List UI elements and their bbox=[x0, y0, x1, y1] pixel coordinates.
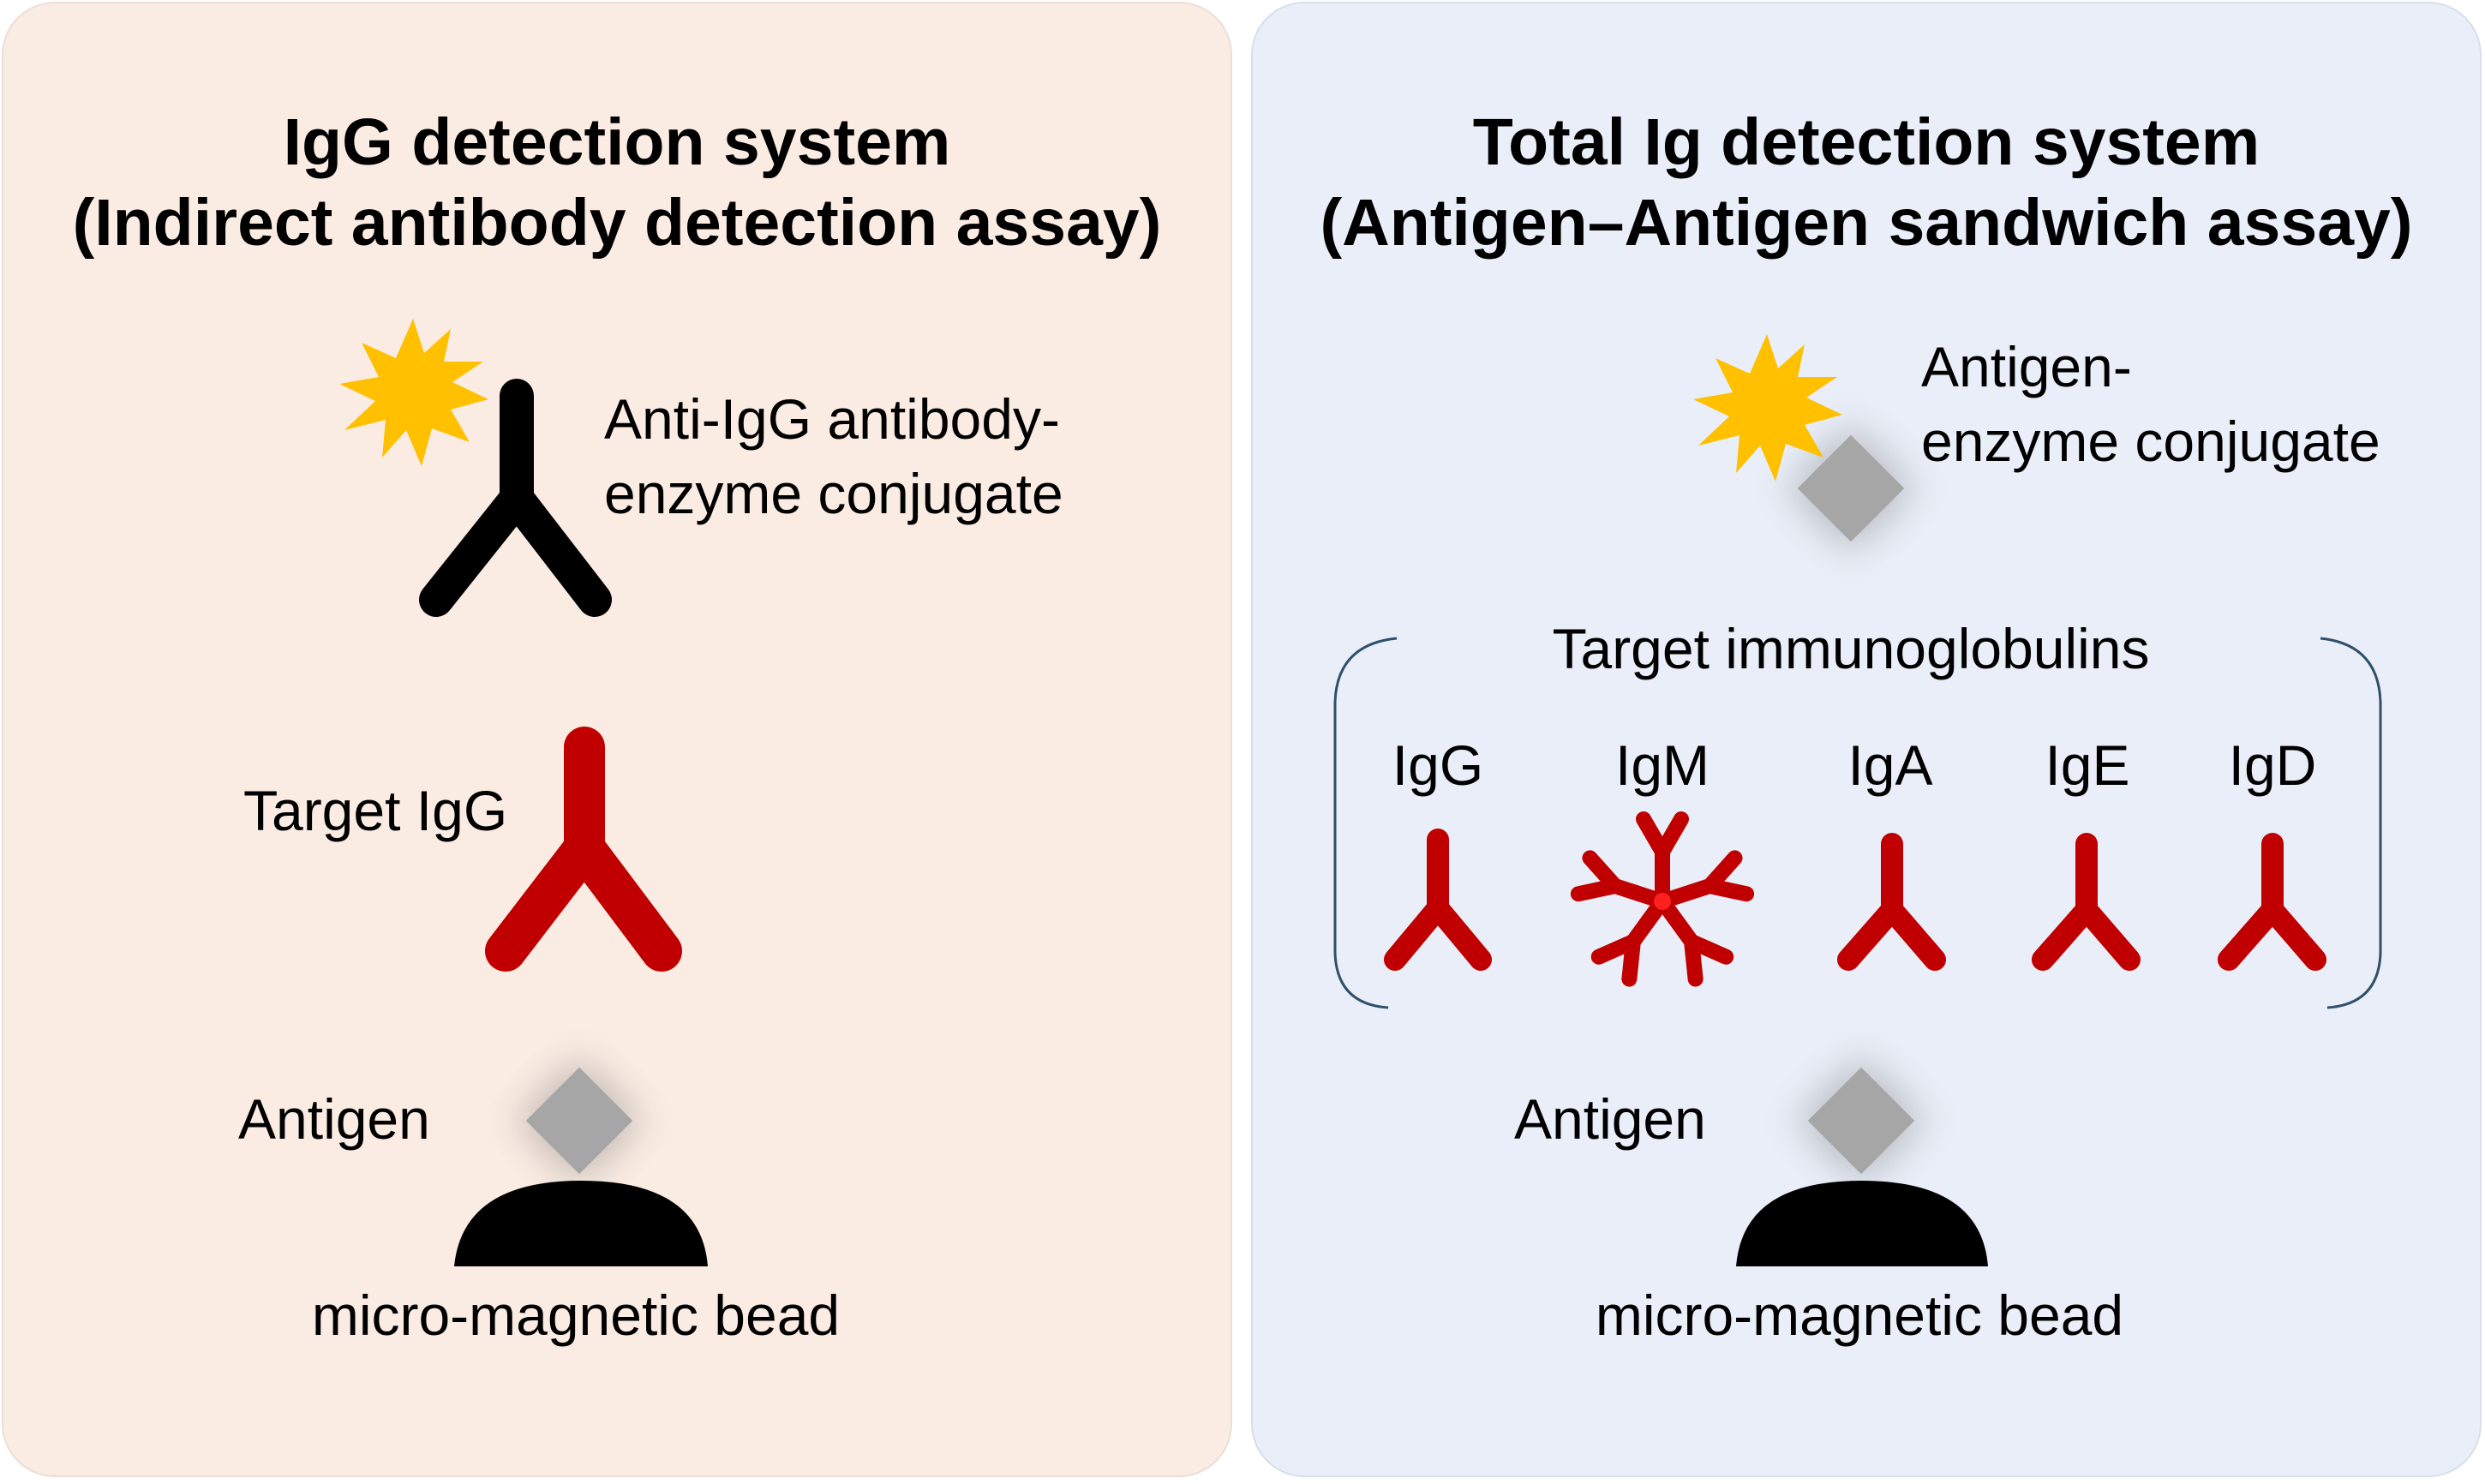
isotype-label-ige: IgE bbox=[2045, 733, 2130, 797]
antigen-enzyme-conjugate-label: Antigen- enzyme conjugate bbox=[1921, 330, 2380, 479]
isotype-label-igd: IgD bbox=[2228, 733, 2317, 797]
left-panel-subtitle: (Indirect antibody detection assay) bbox=[72, 186, 1162, 260]
right-bead-label: micro-magnetic bead bbox=[1595, 1284, 2124, 1347]
target-igg-label: Target IgG bbox=[243, 779, 508, 842]
right-antigen-label: Antigen bbox=[1514, 1087, 1706, 1151]
isotype-label-igm: IgM bbox=[1614, 733, 1710, 797]
right-panel-subtitle: (Antigen–Antigen sandwich assay) bbox=[1320, 186, 2413, 260]
isotype-label-igg: IgG bbox=[1392, 733, 1484, 797]
anti-igg-conjugate-label: Anti-IgG antibody- enzyme conjugate bbox=[604, 382, 1063, 531]
right-panel-title: Total Ig detection system bbox=[1472, 105, 2260, 179]
left-panel-title: IgG detection system bbox=[283, 105, 951, 179]
anti-igg-conjugate-label-line1: Anti-IgG antibody- bbox=[604, 387, 1060, 451]
left-bead-label: micro-magnetic bead bbox=[311, 1284, 841, 1347]
antigen-enzyme-conjugate-label-line2: enzyme conjugate bbox=[1921, 410, 2380, 474]
antigen-enzyme-conjugate-label-line1: Antigen- bbox=[1921, 335, 2132, 398]
isotype-label-iga: IgA bbox=[1847, 733, 1933, 797]
target-immunoglobulins-label: Target immunoglobulins bbox=[1552, 617, 2150, 680]
anti-igg-conjugate-label-line2: enzyme conjugate bbox=[604, 462, 1063, 526]
left-antigen-label: Antigen bbox=[238, 1087, 430, 1151]
